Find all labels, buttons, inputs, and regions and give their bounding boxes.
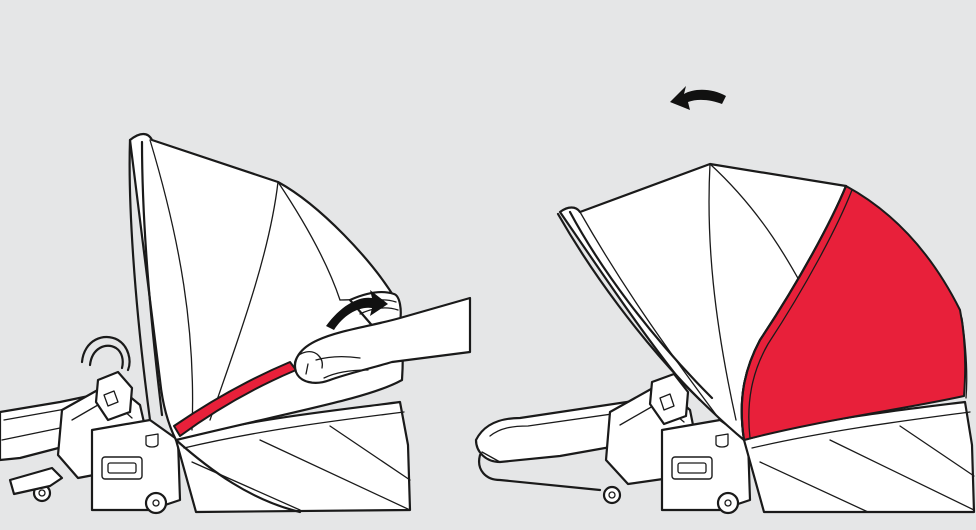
wheel-icon [144,491,168,515]
canopy-right [556,162,968,442]
left-panel-step-unzip [0,132,472,515]
wheel-icon [716,491,740,515]
curved-arrow-counterclockwise-icon [670,86,726,110]
stroller-base-left [0,335,182,515]
right-panel-step-extend [474,86,976,515]
wheel-icon [602,485,622,505]
curved-arrow-clockwise-icon [326,290,388,330]
stroller-base-right [474,372,752,515]
hand-pulling-zipper-icon [293,296,472,384]
